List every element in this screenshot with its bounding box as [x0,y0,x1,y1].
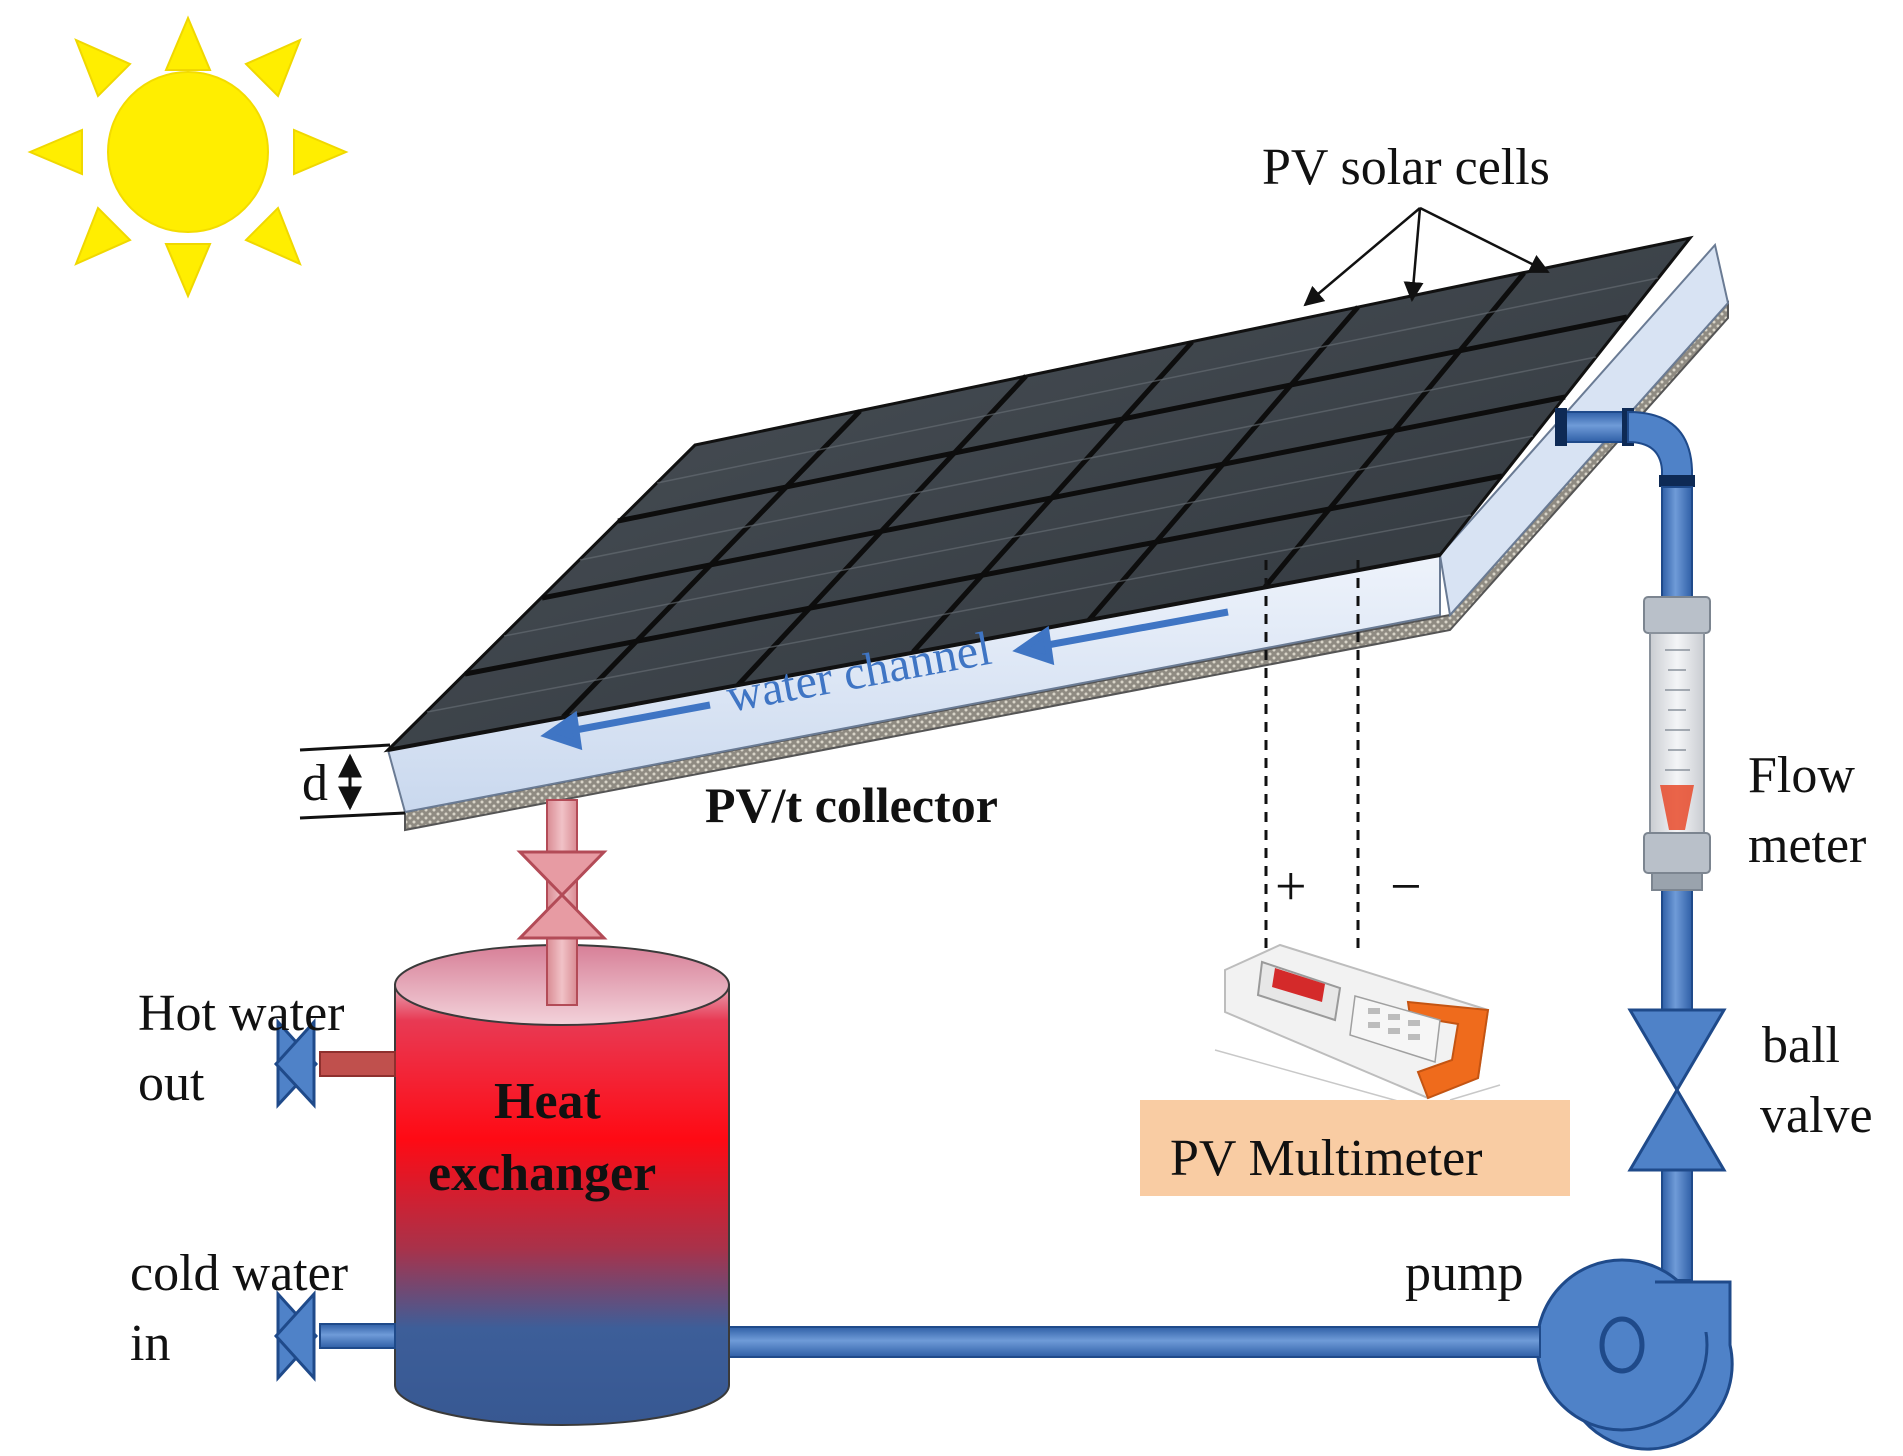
collector-label: PV/t collector [705,777,998,833]
hot-water-out-label-line1: Hot water [138,985,344,1042]
heat-exchanger-label-line1: Heat [494,1073,602,1130]
hot-supply-pipe [516,799,608,1006]
hot-water-out-pipe [319,1051,396,1077]
water-flow-arrows [540,608,1229,751]
pvt-collector-panel [383,235,1730,832]
minus-terminal-label: − [1390,856,1422,918]
multimeter-label: PV Multimeter [1170,1130,1482,1187]
cold-water-in-valve-icon [273,1290,319,1382]
bottom-pipe [724,1326,1541,1358]
flow-meter-icon [1643,596,1711,891]
hot-water-out-valve-icon [273,1018,319,1109]
sun-icon [27,15,349,299]
multimeter-label-box [1140,1100,1570,1196]
ball-valve-icon [1627,1008,1727,1172]
cold-water-in-pipe [319,1323,396,1349]
multimeter-device-icon [1214,943,1501,1111]
hot-water-out-label-line2: out [138,1055,205,1112]
cold-water-in-label-line1: cold water [130,1245,348,1302]
thickness-marker [299,743,406,820]
pv-cells-pointers [1303,206,1550,307]
heat-exchanger-label-line2: exchanger [428,1145,656,1202]
flow-meter-label-line1: Flow [1748,747,1855,804]
ball-valve-label-line2: valve [1760,1087,1873,1144]
plus-terminal-label: + [1275,856,1307,918]
pump-label: pump [1405,1245,1523,1302]
cold-water-in-label-line2: in [130,1315,170,1372]
thickness-label: d [302,755,328,812]
pv-cell-grid [464,271,1628,719]
pv-solar-cells-label: PV solar cells [1262,139,1550,196]
ball-valve-label-line1: ball [1762,1017,1840,1074]
multimeter-wires [1264,560,1360,948]
flow-meter-label-line2: meter [1748,817,1866,874]
pump-icon [1535,1258,1734,1451]
